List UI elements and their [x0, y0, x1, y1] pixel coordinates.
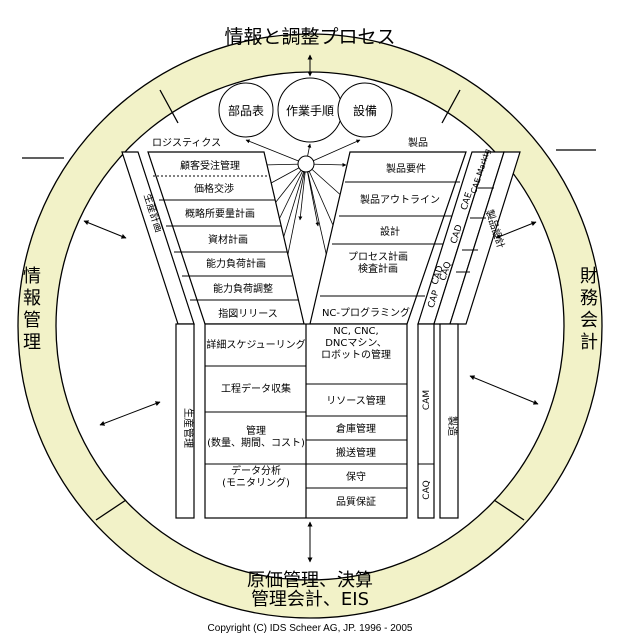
lf-item-3: 資材計画: [208, 233, 248, 246]
integration-hub: [245, 139, 361, 285]
lf-item-0: 顧客受注管理: [180, 159, 240, 172]
band-caq-2: CAQ: [422, 480, 432, 499]
ring-bottom-label-1: 原価管理、決算: [247, 570, 373, 591]
lf-item-6: 指図リリース: [218, 307, 278, 320]
svg-text:計: 計: [580, 332, 598, 353]
band-cam: CAM: [422, 390, 432, 410]
lf-item-5: 能力負荷調整: [213, 282, 273, 295]
arrow-right-lower: [469, 375, 539, 405]
lower-block: 詳細スケジューリング 工程データ収集 管理(数量、期間、コスト) データ分析(モ…: [204, 323, 408, 519]
copyright-text: Copyright (C) IDS Scheer AG, JP. 1996 - …: [207, 623, 413, 634]
svg-text:財: 財: [580, 266, 598, 287]
rf-item-1: 製品アウトライン: [360, 193, 440, 206]
lf-item-2: 概略所要量計画: [185, 207, 255, 220]
svg-text:務: 務: [580, 288, 598, 309]
bubble-bom: 部品表: [228, 103, 264, 118]
svg-text:報: 報: [23, 288, 41, 309]
bubble-work-procedure: 作業手順: [286, 104, 334, 118]
right-side-bands: CAE Marktg CAE CAD CAQ CAD CAP CAM CAQ 製…: [417, 148, 521, 519]
header-logistics: ロジスティクス: [152, 137, 221, 149]
rf-item-2: 設計: [380, 225, 400, 238]
rf-item-0: 製品要件: [386, 162, 426, 175]
ll-item-3: データ分析(モニタリング): [222, 464, 290, 489]
ll-item-0: 詳細スケジューリング: [206, 338, 305, 351]
lf-item-4: 能力負荷計画: [206, 257, 266, 270]
svg-text:情: 情: [23, 266, 41, 287]
ll-item-1: 工程データ収集: [221, 382, 291, 395]
bubble-equipment: 設備: [353, 103, 377, 118]
lr-item-1: リソース管理: [326, 394, 386, 407]
ll-item-2: 管理(数量、期間、コスト): [207, 424, 305, 449]
bubble-group: 部品表 作業手順 設備: [218, 77, 393, 143]
lr-item-3: 搬送管理: [336, 446, 376, 459]
svg-text:理: 理: [23, 332, 41, 353]
rf-item-3: プロセス計画検査計画: [348, 250, 408, 275]
arrow-right-upper: [495, 221, 537, 239]
arrow-left-lower: [99, 401, 161, 426]
ring-left-label: 情 報 管 理: [23, 266, 41, 353]
lr-item-2: 倉庫管理: [336, 422, 376, 435]
right-funnel: 製品要件 製品アウトライン 設計 プロセス計画検査計画 NC-プログラミング: [309, 151, 467, 325]
left-side-bands: 生産計画 生産管理: [121, 151, 195, 519]
svg-text:会: 会: [580, 310, 598, 331]
ring-top-label: 情報と調整プロセス: [224, 26, 395, 48]
ring-bottom-label-2: 管理会計、EIS: [251, 589, 369, 610]
lf-item-1: 価格交渉: [194, 182, 234, 195]
lr-item-0: NC, CNC,DNCマシン、ロボットの管理: [321, 326, 391, 361]
header-product: 製品: [408, 136, 428, 149]
side-seisan-kanri: 生産管理: [182, 408, 195, 448]
arrow-left-upper: [83, 220, 127, 239]
svg-text:管: 管: [23, 310, 41, 331]
ring-right-label: 財 務 会 計: [580, 266, 598, 353]
rf-item-4: NC-プログラミング: [322, 306, 410, 319]
side-seizou: 製造: [446, 416, 459, 436]
lr-item-4: 保守: [346, 470, 366, 483]
lr-item-5: 品質保証: [336, 495, 376, 508]
